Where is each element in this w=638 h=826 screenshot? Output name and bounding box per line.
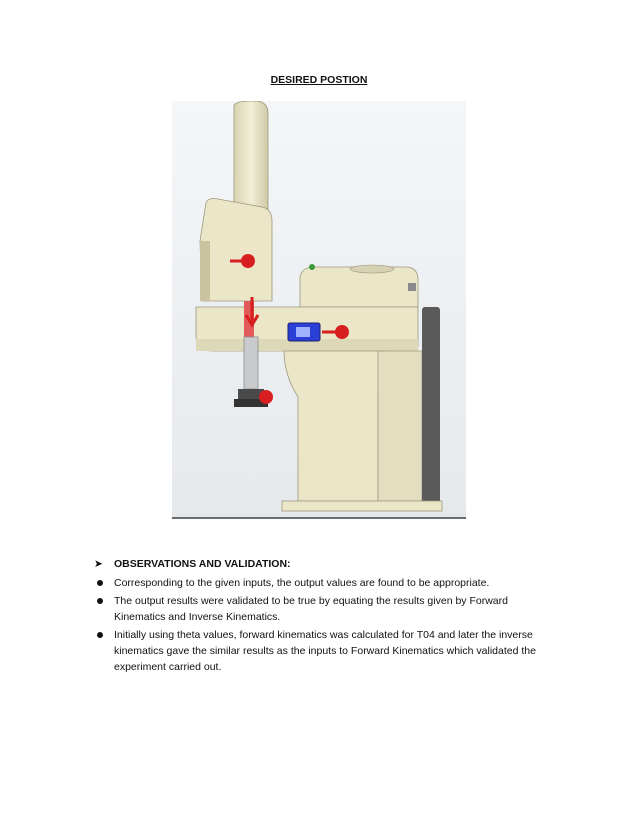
robot-arm-render <box>172 101 466 519</box>
rear-cable-cover <box>422 307 440 503</box>
base-column <box>283 350 390 502</box>
base-side <box>377 350 423 502</box>
upper-arm-housing <box>199 198 273 302</box>
list-item-text: The output results were validated to be … <box>114 595 508 623</box>
observations-heading: ➤ OBSERVATIONS AND VALIDATION: <box>94 556 554 572</box>
list-item-text: Initially using theta values, forward ki… <box>114 629 536 673</box>
list-item: Corresponding to the given inputs, the o… <box>94 575 554 591</box>
page-title: DESIRED POSTION <box>270 74 368 86</box>
motor-housing <box>299 266 419 308</box>
joint-marker-upper <box>241 254 255 268</box>
down-arrow <box>244 297 260 328</box>
bullet-dot-icon <box>97 632 103 638</box>
joint-marker-middle <box>335 325 349 339</box>
panel-screen <box>296 327 310 337</box>
bullet-dot-icon <box>97 598 103 604</box>
arrow-bullet-icon: ➤ <box>94 558 103 570</box>
observations-section: ➤ OBSERVATIONS AND VALIDATION: Correspon… <box>94 556 554 677</box>
base-plate <box>281 500 443 512</box>
robot-arm-figure <box>172 101 466 519</box>
ball-screw-shaft <box>243 336 259 390</box>
motor-cap <box>349 264 395 274</box>
cable-column <box>233 101 269 210</box>
joint-marker-lower <box>259 390 273 404</box>
connector <box>408 283 416 291</box>
list-item: Initially using theta values, forward ki… <box>94 627 554 675</box>
end-effector-base <box>234 399 268 407</box>
housing-side-panel <box>200 241 210 301</box>
observations-heading-text: OBSERVATIONS AND VALIDATION: <box>114 558 291 570</box>
end-effector <box>238 389 264 399</box>
list-item-text: Corresponding to the given inputs, the o… <box>114 577 490 589</box>
list-item: The output results were validated to be … <box>94 593 554 625</box>
status-led <box>309 264 315 270</box>
observations-list: Corresponding to the given inputs, the o… <box>94 575 554 675</box>
bullet-dot-icon <box>97 580 103 586</box>
